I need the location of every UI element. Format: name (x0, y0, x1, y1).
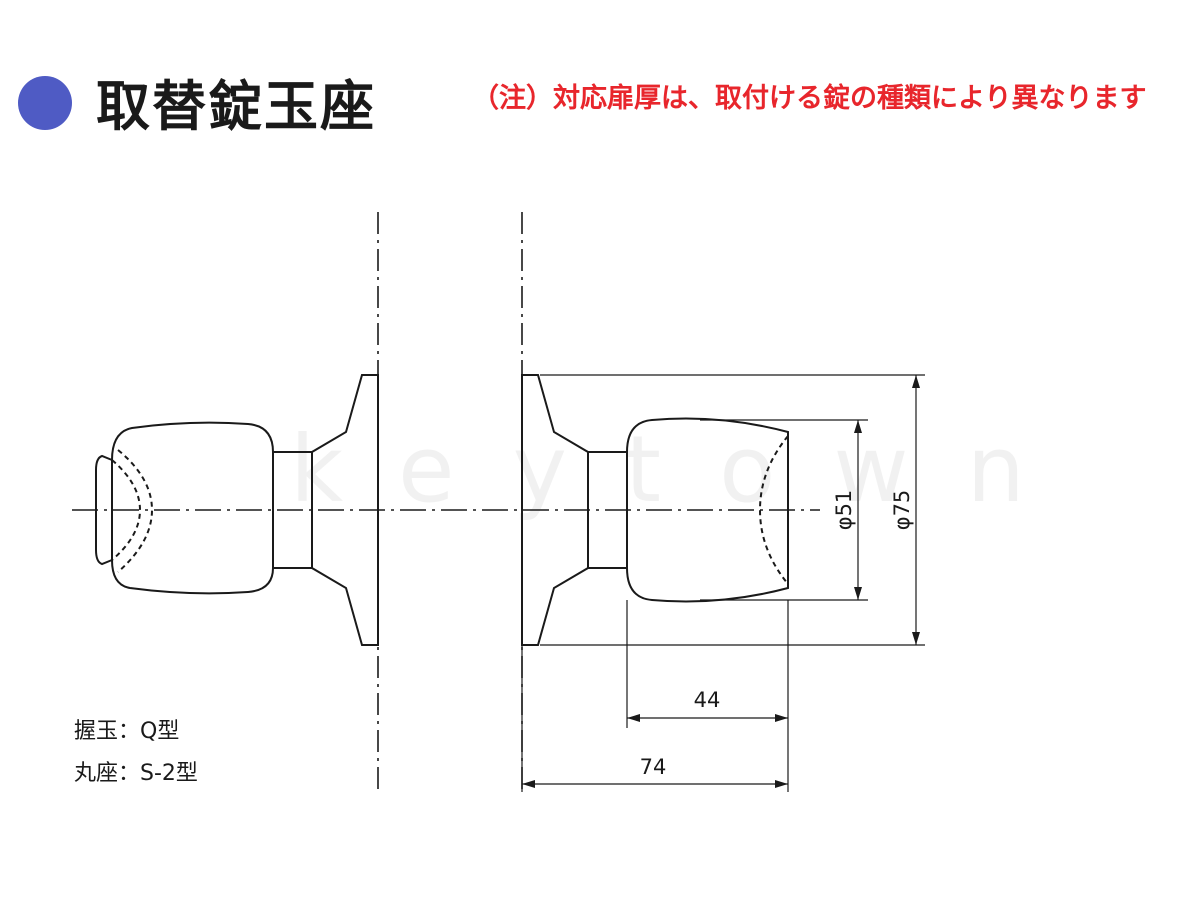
bullet-dot-icon (18, 76, 72, 130)
dim-rosette-diameter: φ75 (890, 490, 914, 531)
door-thickness-note: （注）対応扉厚は、取付ける錠の種類により異なります (472, 83, 1147, 114)
left-hidden-line (117, 449, 154, 573)
dim-knob-length: 44 (694, 688, 721, 712)
spec-rosette-type: 丸座：S-2型 (74, 761, 198, 786)
header: 取替錠玉座 （注）対応扉厚は、取付ける錠の種類により異なります (0, 0, 1200, 160)
dim-overall-length: 74 (640, 755, 667, 779)
spec-knob-type: 握玉：Q型 (74, 719, 180, 744)
technical-drawing: φ51 φ75 44 74 (72, 212, 925, 792)
left-hidden-line-2 (111, 459, 142, 561)
left-knob (111, 421, 274, 595)
right-hidden-line (758, 435, 789, 585)
watermark: keytown (290, 416, 1083, 523)
right-knob (626, 417, 789, 603)
page-title: 取替錠玉座 (96, 75, 376, 138)
left-push-button (95, 454, 113, 566)
dim-knob-diameter: φ51 (832, 490, 856, 531)
